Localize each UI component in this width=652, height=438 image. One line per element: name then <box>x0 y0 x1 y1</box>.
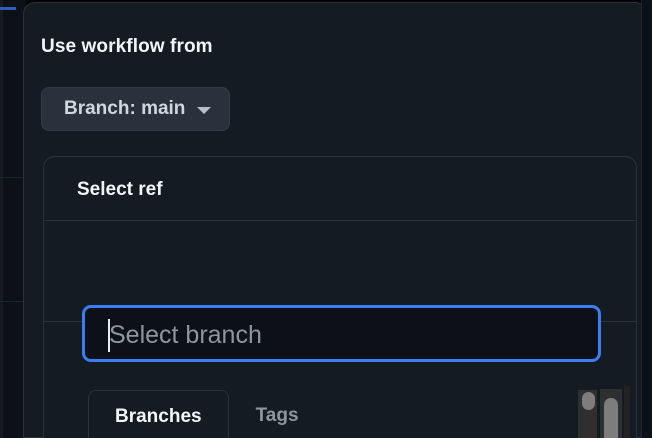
branch-selector-label: Branch: main <box>64 98 186 119</box>
chevron-down-icon <box>197 106 212 114</box>
background-page-column <box>0 0 26 438</box>
background-divider-bottom <box>0 301 26 302</box>
tab-branches-label: Branches <box>115 405 202 427</box>
tab-branches[interactable]: Branches <box>88 390 229 438</box>
workflow-popover: Use workflow from Branch: main Select re… <box>23 2 647 438</box>
branch-search-input[interactable]: Select branch <box>82 305 601 362</box>
search-section: Select branch <box>44 221 636 362</box>
page-right-strip-border <box>641 0 642 438</box>
select-ref-dialog: Select ref Select branch Branches Tags <box>43 156 637 438</box>
select-ref-title: Select ref <box>77 179 163 200</box>
list-scrollbar-thumb[interactable] <box>582 392 595 410</box>
tab-tags-label: Tags <box>255 404 299 426</box>
page-right-strip <box>641 0 652 438</box>
scrollbar-gutter <box>624 386 630 438</box>
background-divider-top <box>0 177 26 178</box>
page-title: Use workflow from <box>41 36 213 57</box>
branch-search-placeholder: Select branch <box>109 321 262 349</box>
text-caret <box>108 319 110 352</box>
ref-type-tabs: Branches Tags <box>44 389 636 438</box>
branch-selector-button[interactable]: Branch: main <box>41 87 231 131</box>
page-scrollbar-thumb[interactable] <box>604 398 618 438</box>
tab-tags[interactable]: Tags <box>229 389 326 438</box>
select-ref-header: Select ref <box>44 157 636 221</box>
blue-accent-marker <box>0 7 16 10</box>
page-edge-line <box>0 0 3 438</box>
